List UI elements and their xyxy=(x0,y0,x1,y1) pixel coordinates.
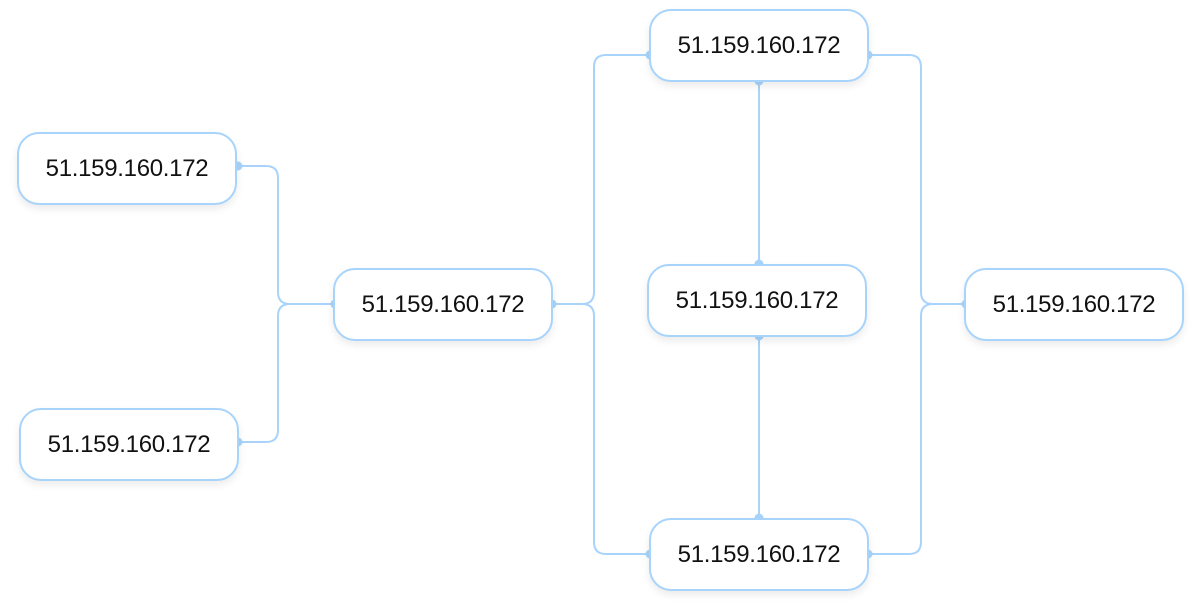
node-label: 51.159.160.172 xyxy=(992,290,1156,318)
node-label: 51.159.160.172 xyxy=(47,430,211,458)
edge-a-c xyxy=(238,165,335,305)
node-c[interactable]: 51.159.160.172 xyxy=(333,268,553,341)
edge-c-f xyxy=(552,303,650,555)
node-label: 51.159.160.172 xyxy=(361,290,525,318)
edge-f-g xyxy=(868,303,966,555)
node-e[interactable]: 51.159.160.172 xyxy=(647,264,867,337)
node-b[interactable]: 51.159.160.172 xyxy=(19,408,239,481)
node-label: 51.159.160.172 xyxy=(675,286,839,314)
edge-d-g xyxy=(868,54,966,305)
node-a[interactable]: 51.159.160.172 xyxy=(17,132,237,205)
node-label: 51.159.160.172 xyxy=(45,154,209,182)
node-label: 51.159.160.172 xyxy=(677,31,841,59)
node-label: 51.159.160.172 xyxy=(677,540,841,568)
node-d[interactable]: 51.159.160.172 xyxy=(649,9,869,82)
node-g[interactable]: 51.159.160.172 xyxy=(964,268,1184,341)
edge-b-c xyxy=(238,303,335,443)
edge-c-d xyxy=(552,54,650,305)
node-f[interactable]: 51.159.160.172 xyxy=(649,518,869,591)
